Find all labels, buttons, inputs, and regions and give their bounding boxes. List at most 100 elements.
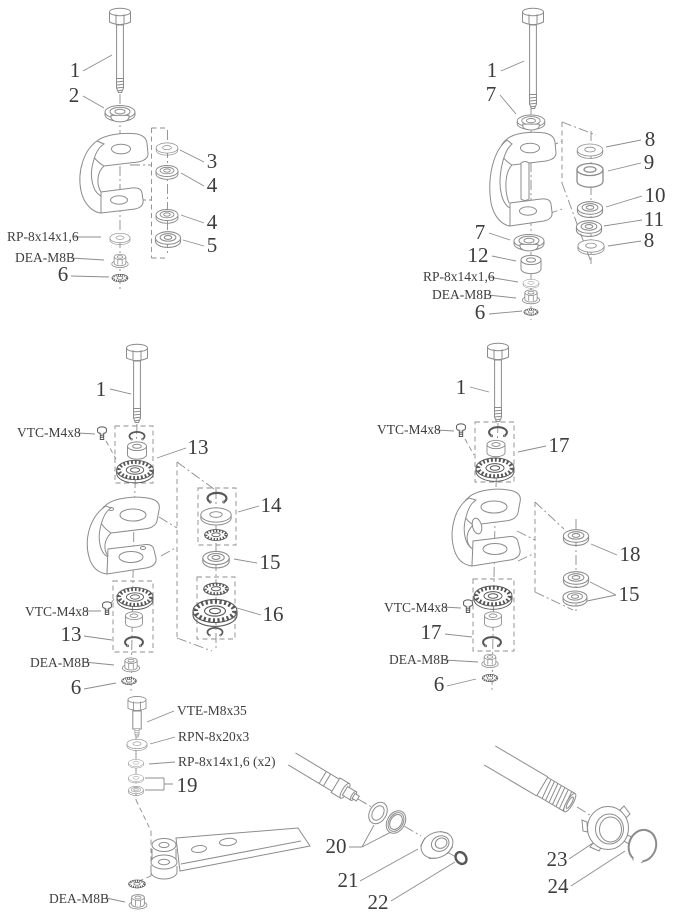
bolt-shaft	[494, 359, 502, 409]
leader-lines	[105, 710, 176, 903]
callout-6: 6	[475, 300, 486, 324]
bolt-shaft	[116, 24, 124, 80]
gear-washer-upper	[474, 456, 516, 484]
bolt	[109, 7, 131, 93]
callout-14: 14	[261, 493, 283, 517]
shaft	[287, 752, 360, 802]
bracket	[451, 488, 521, 567]
kit-box-13-lower	[112, 580, 154, 653]
stack-frame	[158, 461, 217, 652]
bolt	[522, 7, 544, 109]
stack-grommet-4a	[155, 165, 179, 180]
callout-1: 1	[96, 377, 107, 401]
bolt-thread	[134, 728, 140, 738]
serrated-washer	[127, 878, 147, 890]
callout-13-upper: 13	[188, 435, 209, 459]
callout-18: 18	[620, 542, 641, 566]
callout-17-upper: 17	[549, 433, 570, 457]
part-label-dea: DEA-M8B	[15, 250, 75, 265]
bolt-head	[109, 7, 131, 26]
stack-frame	[516, 501, 577, 611]
stack-washer-15b	[562, 590, 588, 607]
callout-4a: 4	[207, 173, 218, 197]
stack-frame	[547, 121, 597, 264]
cup-washer-lower	[513, 234, 545, 252]
lock-nut	[128, 894, 148, 910]
assembly-top-right: 1 7 8 9 10 11 8 7 12 RP-8x14x1,6 DEA-M8B…	[423, 7, 666, 324]
callout-19: 19	[177, 773, 198, 797]
washer-20a	[368, 801, 388, 825]
bushing-lower	[125, 611, 143, 628]
lock-nut	[121, 657, 141, 673]
nut-21	[420, 831, 454, 860]
part-label-dea: DEA-M8B	[30, 655, 90, 670]
kit-box-14	[197, 487, 237, 546]
group-frame	[151, 127, 168, 259]
lock-nut	[521, 289, 541, 305]
part-label-vte: VTE-M8x35	[177, 703, 247, 718]
bolt-thread	[494, 407, 502, 422]
vtc-screw-lower	[463, 599, 473, 613]
stack-grommet-11	[575, 220, 603, 237]
callout-8-bottom: 8	[644, 228, 655, 252]
callout-3: 3	[207, 149, 218, 173]
stack-washer-8a	[576, 143, 604, 159]
callout-15: 15	[619, 582, 640, 606]
part-label-rp: RP-8x14x1,6	[7, 229, 79, 244]
callout-10: 10	[645, 183, 666, 207]
bracket	[79, 132, 149, 214]
spacer-12	[520, 254, 542, 275]
stack-serrated-14	[203, 528, 229, 542]
lock-nut	[481, 653, 499, 668]
rpn-washer	[126, 738, 148, 751]
flat-washer	[522, 279, 540, 289]
circlip-lower	[124, 636, 144, 648]
assembly-bottom-middle: 20 21 22	[287, 752, 468, 914]
bracket	[489, 131, 557, 227]
flat-washer	[109, 232, 131, 245]
stack-washer-3	[155, 142, 179, 156]
part-label-vtc-upper: VTC-M4x8	[17, 425, 81, 440]
leader-lines	[349, 824, 456, 902]
o-ring-22	[454, 850, 468, 866]
part-label-vtc-upper: VTC-M4x8	[377, 422, 441, 437]
bolt-head	[487, 342, 509, 361]
bushing-upper	[486, 439, 506, 458]
bolt	[126, 343, 148, 423]
callout-12: 12	[468, 243, 489, 267]
callout-1: 1	[487, 58, 498, 82]
cup-washer-upper	[516, 114, 546, 131]
bolt-shaft	[529, 24, 537, 96]
callout-6: 6	[58, 262, 69, 286]
part-label-vtc-lower: VTC-M4x8	[384, 600, 448, 615]
callout-5: 5	[207, 233, 218, 257]
circlip-lower	[482, 636, 502, 648]
callout-17-lower: 17	[421, 620, 442, 644]
assembly-top-left: 1 2 3 4 4 5 RP-8x14x1,6 DEA-M8B 6	[7, 7, 218, 291]
bracket	[86, 496, 160, 575]
bushing-lower	[484, 611, 502, 628]
part-label-rpn: RPN-8x20x3	[178, 729, 250, 744]
callout-1: 1	[456, 375, 467, 399]
callout-13-lower: 13	[61, 622, 82, 646]
callout-15: 15	[260, 550, 281, 574]
serrated-washer	[120, 676, 138, 686]
stack-washer-8b	[577, 239, 605, 256]
callout-16: 16	[263, 602, 284, 626]
callout-20: 20	[326, 834, 347, 858]
snap-ring-24	[627, 828, 658, 864]
pair-washer-a	[128, 774, 144, 784]
ring-nut-23	[581, 805, 633, 852]
leader-lines	[568, 840, 626, 887]
leader-lines	[77, 388, 262, 690]
bolt-head	[522, 7, 544, 26]
suspension-arm	[150, 827, 311, 880]
serrated-washer	[111, 273, 129, 283]
kit-box-17-upper	[474, 421, 515, 483]
stack-circlip-14	[206, 491, 228, 505]
callout-6: 6	[71, 675, 82, 699]
callout-7-lower: 7	[475, 220, 486, 244]
callout-22: 22	[368, 890, 389, 914]
callout-21: 21	[338, 868, 359, 892]
bolt-shaft	[133, 360, 141, 410]
